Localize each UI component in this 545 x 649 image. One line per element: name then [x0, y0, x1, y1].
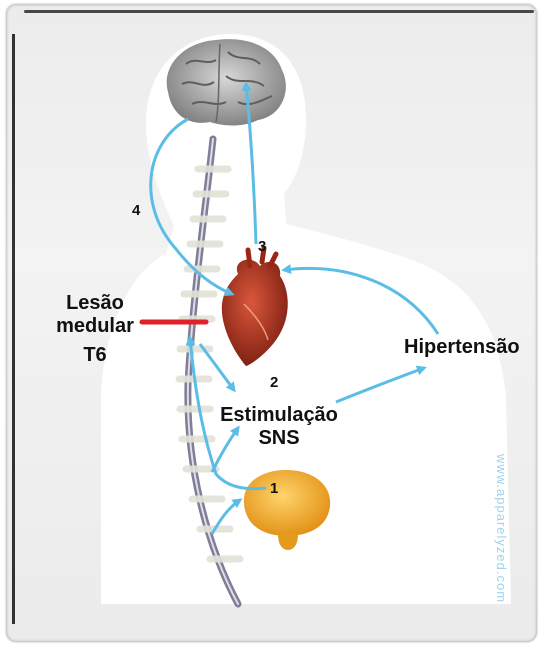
label-step-1: 1 — [270, 480, 278, 497]
label-estimulacao-line2: SNS — [214, 427, 344, 450]
brain — [167, 39, 286, 125]
label-lesao-line1: Lesão — [40, 292, 150, 315]
label-estimulacao: Estimulação SNS — [214, 404, 344, 450]
diagram-card: Lesão medular T6 Hipertensão Estimulação… — [6, 4, 537, 642]
label-step-4: 4 — [132, 202, 140, 219]
label-hipertensao: Hipertensão — [404, 336, 520, 359]
label-lesao-line2: medular — [40, 315, 150, 338]
label-lesao-line3: T6 — [40, 344, 150, 367]
label-lesao: Lesão medular T6 — [40, 292, 150, 367]
label-step-2: 2 — [270, 374, 278, 391]
watermark-text: www.apparelyzed.com — [494, 454, 509, 603]
label-step-3: 3 — [258, 238, 266, 255]
label-estimulacao-line1: Estimulação — [214, 404, 344, 427]
